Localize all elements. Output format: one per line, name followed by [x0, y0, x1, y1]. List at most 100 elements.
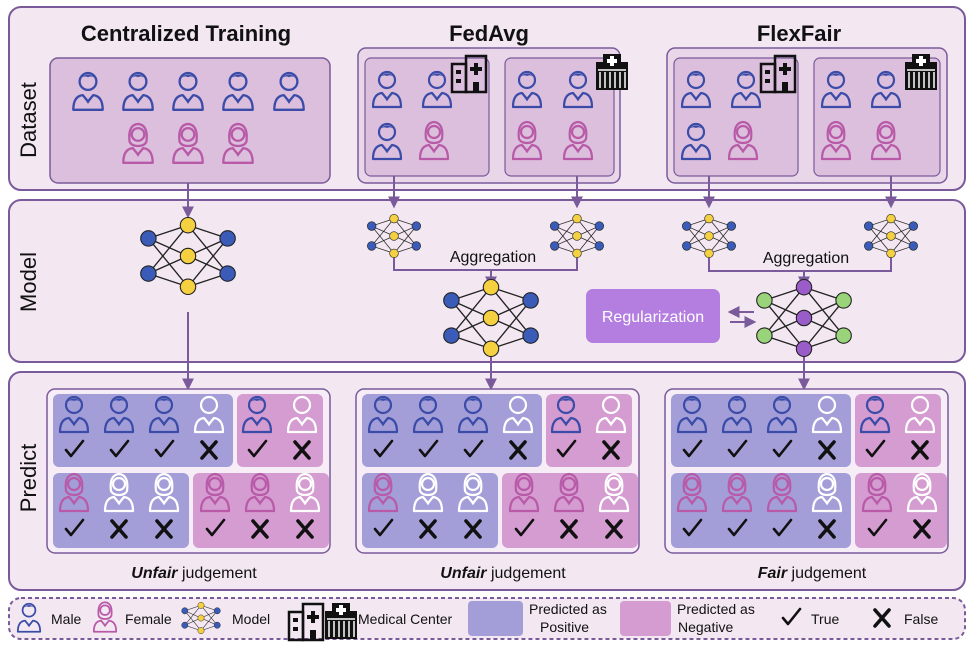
predict-panel: [664, 388, 949, 554]
fedavg-aggregation-line: [393, 255, 578, 271]
female-icon: [811, 472, 843, 513]
male-icon: [16, 602, 42, 633]
cross-icon: [293, 440, 311, 460]
male-icon: [595, 395, 627, 434]
cross-icon: [464, 519, 482, 539]
fedavg-dataset-icons: [371, 54, 628, 161]
model-networks: [140, 213, 918, 358]
legend-positive-line1: Predicted as: [529, 601, 607, 617]
legend-male-label: Male: [51, 611, 82, 627]
male-icon: [273, 71, 305, 111]
female-icon: [562, 120, 594, 161]
male-icon: [72, 71, 104, 111]
female-icon: [367, 472, 399, 513]
male-icon: [680, 122, 712, 161]
check-icon: [109, 439, 130, 458]
legend-negative-line1: Predicted as: [677, 601, 755, 617]
cross-icon: [251, 519, 269, 539]
check-icon: [373, 518, 394, 537]
check-icon: [682, 518, 703, 537]
legend-positive-swatch: [468, 601, 523, 636]
legend: Male Female Model Medical Center Predict…: [16, 601, 938, 642]
check-icon: [727, 518, 748, 537]
header-centralized: Centralized Training: [81, 21, 291, 46]
hospital-outline-icon: [759, 54, 797, 94]
check-icon: [867, 518, 888, 537]
legend-hospital-outline-icon: [287, 602, 325, 642]
female-icon: [508, 472, 540, 513]
female-icon: [244, 472, 276, 513]
row-label-dataset: Dataset: [16, 82, 41, 158]
check-icon: [682, 439, 703, 458]
positive-group: [671, 473, 851, 548]
female-icon: [122, 122, 154, 164]
male-icon: [811, 395, 843, 434]
row-label-model: Model: [16, 252, 41, 312]
predict-panel: [46, 388, 331, 554]
female-icon: [721, 472, 753, 513]
female-icon: [820, 120, 852, 161]
female-icon: [727, 120, 759, 161]
male-icon: [103, 395, 135, 434]
hospital-filled-icon: [905, 54, 937, 90]
check-icon: [154, 439, 175, 458]
female-icon: [766, 472, 798, 513]
male-icon: [904, 395, 936, 434]
check-icon: [865, 439, 886, 458]
female-icon: [103, 472, 135, 513]
check-icon: [514, 518, 535, 537]
male-icon: [820, 70, 852, 109]
check-icon: [556, 439, 577, 458]
legend-hospital-filled-icon: [325, 603, 357, 639]
flexfair-aggregation-line: [708, 255, 892, 272]
centralized-dataset-box: [49, 57, 331, 184]
check-icon: [781, 607, 802, 626]
legend-positive-line2: Positive: [540, 619, 589, 635]
female-icon: [199, 472, 231, 513]
female-icon: [222, 122, 254, 164]
legend-female-label: Female: [125, 611, 172, 627]
check-icon: [247, 439, 268, 458]
predict-panel: [355, 388, 640, 554]
check-icon: [64, 518, 85, 537]
male-icon: [511, 70, 543, 109]
female-icon: [906, 472, 938, 513]
check-icon: [64, 439, 85, 458]
caption-centralized: Unfair judgement: [131, 565, 257, 582]
male-icon: [193, 395, 225, 434]
hospital-outline-icon: [287, 602, 325, 642]
row-label-predict: Predict: [16, 444, 41, 512]
flexfair-dataset-icons: [680, 54, 937, 161]
regularization-exchange-arrows: [727, 306, 757, 328]
hospital-filled-icon: [596, 54, 628, 90]
male-icon: [222, 71, 254, 111]
check-icon: [373, 439, 394, 458]
positive-group: [362, 394, 542, 467]
centralized-dataset-icons: [72, 71, 305, 164]
model-icon: [181, 602, 221, 634]
male-icon: [502, 395, 534, 434]
legend-negative-line2: Negative: [678, 619, 733, 635]
male-icon: [562, 70, 594, 109]
male-icon: [421, 70, 453, 109]
model-icon-flexfair-global: [756, 278, 852, 358]
legend-check-icon: [781, 607, 802, 626]
legend-cross-icon: [873, 608, 891, 628]
legend-model-icon: [181, 602, 221, 634]
male-icon: [371, 70, 403, 109]
cross-icon: [818, 519, 836, 539]
cross-icon: [873, 608, 891, 628]
legend-model-label: Model: [232, 611, 270, 627]
female-icon: [148, 472, 180, 513]
male-icon: [367, 395, 399, 434]
cross-icon: [296, 519, 314, 539]
caption-fedavg: Unfair judgement: [440, 565, 566, 582]
cross-icon: [509, 440, 527, 460]
legend-negative-swatch: [620, 601, 671, 636]
model-icon-flexfair-client2: [864, 213, 918, 259]
female-icon: [861, 472, 893, 513]
male-icon: [676, 395, 708, 434]
male-icon: [766, 395, 798, 434]
legend-female-icon: [92, 601, 118, 633]
